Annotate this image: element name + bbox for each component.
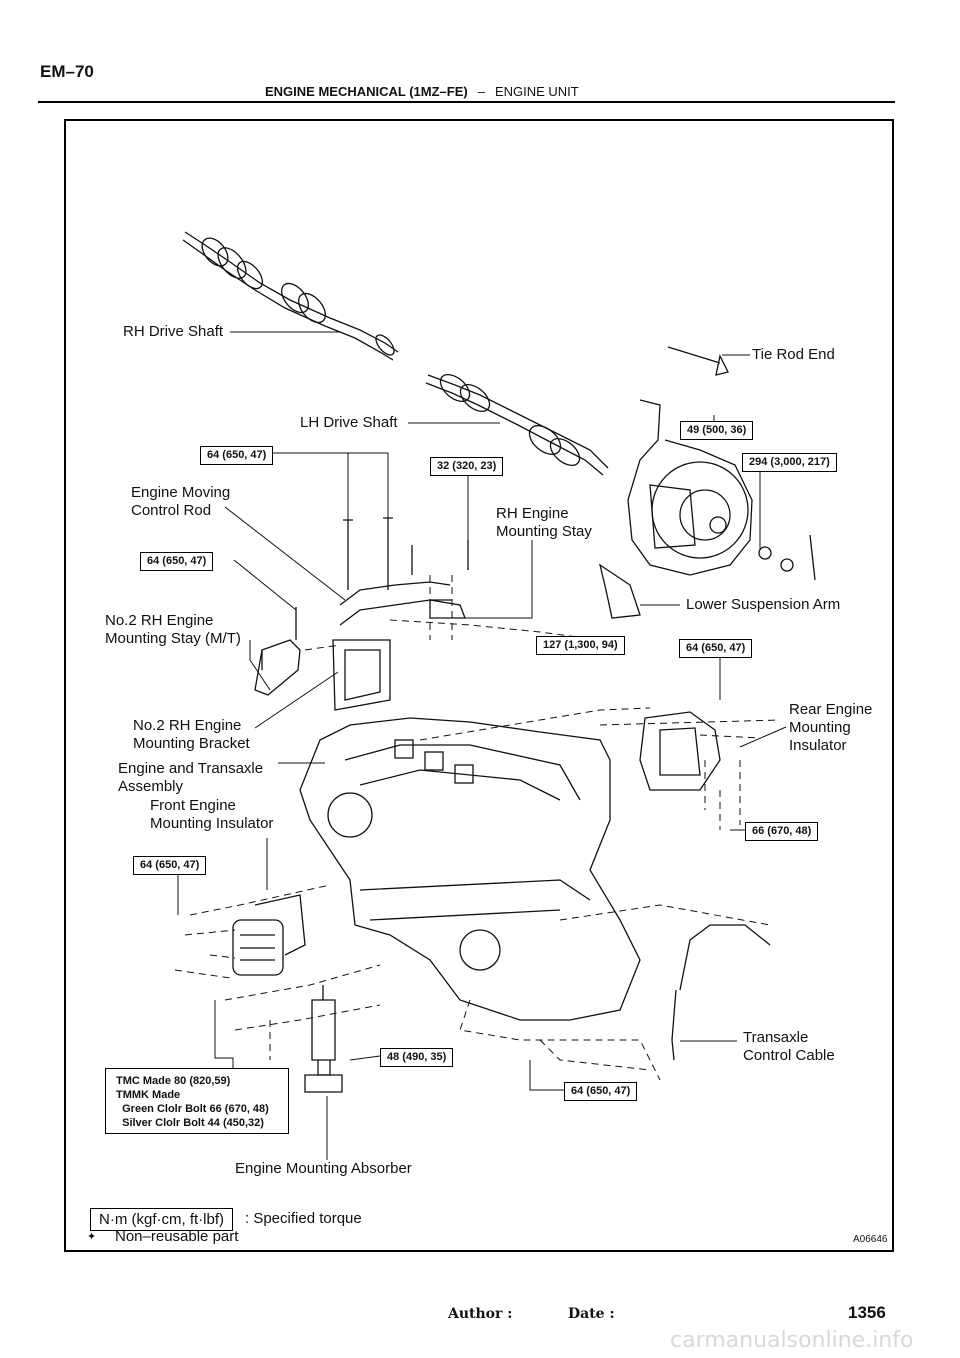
torque-294: 294 (3,000, 217): [742, 453, 837, 472]
page-number: 1356: [848, 1303, 886, 1322]
control-cable-drawing: [671, 924, 771, 1061]
lh-drive-shaft-drawing: [425, 374, 609, 476]
tmc-torque-note: TMC Made 80 (820,59) TMMK Made Green Clo…: [105, 1068, 289, 1134]
torque-64-front: 64 (650, 47): [133, 856, 207, 875]
lower-arm-drawing: [598, 563, 641, 619]
label-lh-drive-shaft: LH Drive Shaft: [300, 414, 398, 431]
label-no2-rh-engine-mounting-stay: No.2 RH Engine Mounting Stay (M/T): [105, 612, 241, 647]
figure-frame: [64, 119, 894, 1252]
label-lower-suspension-arm: Lower Suspension Arm: [686, 596, 841, 613]
torque-66: 66 (670, 48): [745, 822, 819, 841]
control-rod-drawing: [339, 581, 466, 626]
label-tie-rod-end: Tie Rod End: [752, 346, 835, 363]
mounting-bracket-drawing: [332, 639, 391, 711]
tmc-line-4: Silver Clolr Bolt 44 (450,32): [116, 1117, 264, 1129]
tmc-line-3: Green Clolr Bolt 66 (670, 48): [116, 1103, 269, 1115]
watermark: carmanualsonline.info: [670, 1328, 914, 1353]
knuckle-brake-drawing: [627, 399, 753, 576]
label-rear-engine-mounting-insulator: Rear Engine Mounting Insulator: [789, 701, 873, 754]
legend-unit-box: N·m (kgf·cm, ft·lbf): [90, 1208, 233, 1231]
torque-127: 127 (1,300, 94): [536, 636, 625, 655]
front-insulator-drawing: [232, 894, 306, 976]
legend-unit-text: : Specified torque: [245, 1210, 362, 1227]
section-code: EM–70: [40, 62, 94, 81]
label-rh-drive-shaft: RH Drive Shaft: [123, 323, 224, 340]
header-rule: [38, 101, 895, 103]
label-front-engine-mounting-insulator: Front Engine Mounting Insulator: [150, 797, 274, 832]
torque-64-stay: 64 (650, 47): [140, 552, 214, 571]
rh-drive-shaft-drawing: [182, 231, 399, 361]
label-engine-and-transaxle-assembly: Engine and Transaxle Assembly: [118, 760, 264, 795]
section-title: ENGINE UNIT: [494, 84, 579, 99]
label-engine-mounting-absorber: Engine Mounting Absorber: [235, 1160, 412, 1177]
torque-49: 49 (500, 36): [680, 421, 754, 440]
label-transaxle-control-cable: Transaxle Control Cable: [743, 1029, 835, 1064]
tie-rod-end-drawing: [667, 346, 729, 376]
tmc-line-1: TMC Made 80 (820,59): [116, 1075, 231, 1087]
legend-nonreusable-text: Non–reusable part: [115, 1228, 239, 1245]
torque-32: 32 (320, 23): [430, 457, 504, 476]
figure-code: A06646: [853, 1234, 888, 1245]
label-rh-engine-mounting-stay: RH Engine Mounting Stay: [496, 505, 592, 540]
torque-64-cable: 64 (650, 47): [564, 1082, 638, 1101]
no2-stay-drawing: [254, 639, 301, 696]
title-separator: –: [477, 84, 485, 99]
rear-insulator-drawing: [639, 711, 721, 791]
nonreusable-icon: ✦: [87, 1231, 97, 1243]
torque-64-rod: 64 (650, 47): [200, 446, 274, 465]
assembly-dashed-lines: [174, 575, 781, 1081]
tmc-line-2: TMMK Made: [116, 1089, 181, 1101]
author-label: Author :: [448, 1306, 513, 1322]
torque-64-rear: 64 (650, 47): [679, 639, 753, 658]
date-label: Date :: [568, 1306, 615, 1322]
title-text: ENGINE MECHANICAL (1MZ–FE): [265, 84, 468, 99]
torque-48: 48 (490, 35): [380, 1048, 454, 1067]
label-engine-moving-control-rod: Engine Moving Control Rod: [131, 484, 231, 519]
leader-lines: [177, 331, 787, 1160]
engine-block-drawing: [299, 717, 641, 1021]
page-title: ENGINE MECHANICAL (1MZ–FE)–ENGINE UNIT: [265, 84, 579, 99]
label-no2-rh-engine-mounting-bracket: No.2 RH Engine Mounting Bracket: [133, 717, 250, 752]
mounting-absorber-drawing: [304, 985, 343, 1093]
